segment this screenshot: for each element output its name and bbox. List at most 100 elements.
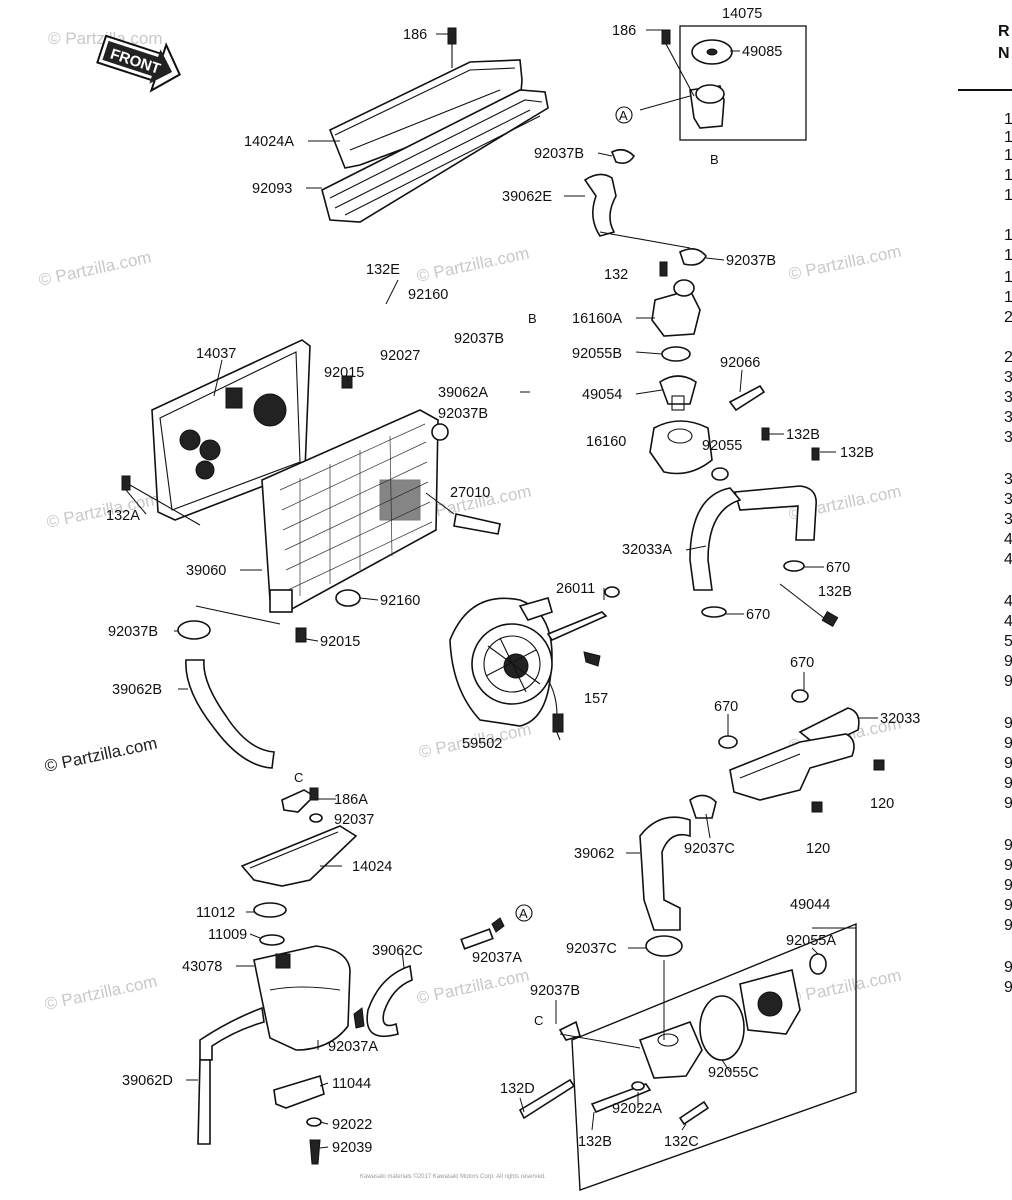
- label-92015: 92015: [324, 365, 364, 381]
- label-14075: 14075: [722, 6, 762, 22]
- label-132A: 132A: [106, 508, 140, 524]
- side-digit: 1: [1004, 269, 1012, 286]
- side-digit: 9: [1004, 715, 1012, 732]
- side-digit: 2: [1004, 309, 1012, 326]
- label-26011: 26011: [556, 581, 595, 597]
- label-92037C: 92037C: [566, 941, 617, 957]
- cooling-fan-part: [449, 586, 620, 741]
- side-index: R N 111111111223333333444459999999999999…: [958, 23, 1012, 996]
- label-14037: 14037: [196, 346, 236, 362]
- label-132C: 132C: [664, 1134, 699, 1150]
- side-header-r: R: [998, 23, 1010, 40]
- connector-c-left: C: [294, 770, 303, 785]
- label-132B: 132B: [578, 1134, 612, 1150]
- label-92039: 92039: [332, 1140, 372, 1156]
- label-11012: 11012: [196, 905, 235, 921]
- label-39062E: 39062E: [502, 189, 552, 205]
- label-132: 132: [604, 267, 628, 283]
- side-digit: 3: [1004, 389, 1012, 406]
- radiator-core-part: [261, 375, 501, 643]
- label-92055B: 92055B: [572, 346, 622, 362]
- label-49044: 49044: [790, 897, 830, 913]
- side-digit: 9: [1004, 795, 1012, 812]
- label-92037C: 92037C: [684, 841, 735, 857]
- label-16160: 16160: [586, 434, 626, 450]
- label-49085: 49085: [742, 44, 782, 60]
- side-digit: 9: [1004, 673, 1012, 690]
- side-digit: 1: [1004, 129, 1012, 146]
- connector-b-mid: B: [528, 311, 537, 326]
- label-670: 670: [746, 607, 770, 623]
- label-92055C: 92055C: [708, 1065, 759, 1081]
- label-132B: 132B: [786, 427, 820, 443]
- side-digit: 3: [1004, 369, 1012, 386]
- copyright-line: Kawasaki materials ©2017 Kawasaki Motors…: [360, 1173, 546, 1180]
- label-39062D: 39062D: [122, 1073, 173, 1089]
- label-39062A: 39062A: [438, 385, 488, 401]
- label-92022: 92022: [332, 1117, 372, 1133]
- watermark: © Partzilla.com: [43, 972, 159, 1014]
- radiator-cover-part: [321, 27, 549, 223]
- label-92160: 92160: [408, 287, 448, 303]
- side-digit: 3: [1004, 409, 1012, 426]
- label-670: 670: [714, 699, 738, 715]
- side-digit: 9: [1004, 653, 1012, 670]
- hose-b-part: [177, 605, 281, 769]
- label-92037A: 92037A: [472, 950, 522, 966]
- side-digit: 9: [1004, 755, 1012, 772]
- watermark: © Partzilla.com: [415, 966, 531, 1008]
- label-27010: 27010: [450, 485, 490, 501]
- label-92037B: 92037B: [530, 983, 580, 999]
- radiator-shroud-part: [121, 339, 311, 526]
- label-120: 120: [806, 841, 830, 857]
- label-11009: 11009: [208, 927, 247, 943]
- side-digit: 9: [1004, 959, 1012, 976]
- connector-b-top: B: [710, 152, 719, 167]
- hose-c-part: [353, 917, 505, 1038]
- label-92055A: 92055A: [786, 933, 836, 949]
- water-pipe-part: [689, 485, 839, 628]
- label-92037B: 92037B: [726, 253, 776, 269]
- side-digit: 1: [1004, 167, 1012, 184]
- label-92037B: 92037B: [438, 406, 488, 422]
- side-digit: 9: [1004, 897, 1012, 914]
- thermostat-cover-part: [649, 261, 820, 481]
- label-132D: 132D: [500, 1081, 535, 1097]
- label-120: 120: [870, 796, 894, 812]
- connector-a-low: A: [519, 906, 528, 921]
- label-157: 157: [584, 691, 608, 707]
- side-digit: 9: [1004, 735, 1012, 752]
- label-92055: 92055: [702, 438, 742, 454]
- label-32033: 32033: [880, 711, 920, 727]
- side-digit: 3: [1004, 511, 1012, 528]
- label-11044: 11044: [332, 1076, 371, 1092]
- side-digit: 4: [1004, 593, 1012, 610]
- part-labels: 186 186 14075 49085 14024A 92093 92037B …: [106, 6, 920, 1156]
- leader-lines: [125, 29, 878, 1149]
- side-digit: 9: [1004, 775, 1012, 792]
- side-digit: 4: [1004, 551, 1012, 568]
- side-digit: 1: [1004, 227, 1012, 244]
- side-digit: 4: [1004, 531, 1012, 548]
- side-digit: 3: [1004, 471, 1012, 488]
- watermark: © Partzilla.com: [787, 242, 903, 284]
- label-132B: 132B: [818, 584, 852, 600]
- label-43078: 43078: [182, 959, 222, 975]
- water-pipe-right-part: [689, 689, 885, 819]
- watermark: © Partzilla.com: [787, 966, 903, 1008]
- label-186-right: 186: [612, 23, 636, 39]
- label-16160A: 16160A: [572, 311, 622, 327]
- side-digit: 1: [1004, 247, 1012, 264]
- label-32033A: 32033A: [622, 542, 672, 558]
- watermark-dark: © Partzilla.com: [43, 734, 159, 776]
- label-92037: 92037: [334, 812, 374, 828]
- connector-c-low: C: [534, 1013, 543, 1028]
- label-92027: 92027: [380, 348, 420, 364]
- side-digit: 9: [1004, 979, 1012, 996]
- label-39062B: 39062B: [112, 682, 162, 698]
- label-92066: 92066: [720, 355, 760, 371]
- side-digit: 4: [1004, 613, 1012, 630]
- label-92037B: 92037B: [108, 624, 158, 640]
